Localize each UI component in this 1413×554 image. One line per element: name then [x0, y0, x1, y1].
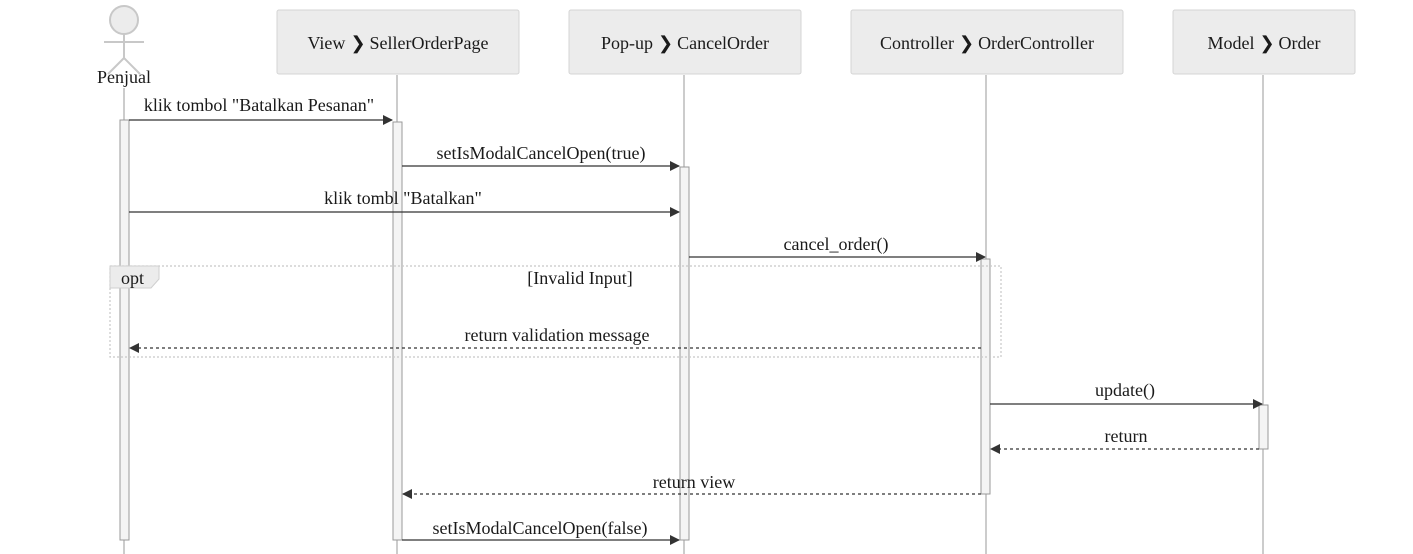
fragment-guard: [Invalid Input] [527, 268, 632, 288]
message-label: cancel_order() [784, 234, 889, 255]
separator-chevron-icon: ❯ [350, 33, 365, 54]
participant-ordercontroller: Controller❯OrderController [850, 9, 1124, 75]
message-5: update() [990, 380, 1263, 409]
activation-penjual [119, 119, 130, 541]
participant-name: SellerOrderPage [370, 33, 489, 53]
message-0: klik tombol "Batalkan Pesanan" [129, 95, 393, 125]
svg-text:Pop-up❯CancelOrder: Pop-up❯CancelOrder [601, 33, 769, 54]
svg-text:Controller❯OrderController: Controller❯OrderController [880, 33, 1094, 54]
participant-name: Order [1279, 33, 1321, 53]
actor-head-icon [109, 5, 139, 35]
message-label: klik tombl "Batalkan" [324, 188, 482, 208]
message-6: return [990, 426, 1259, 454]
message-label: return view [653, 472, 735, 492]
separator-chevron-icon: ❯ [658, 33, 673, 54]
actor-penjual: Penjual [97, 5, 151, 87]
message-1: setIsModalCancelOpen(true) [402, 143, 680, 171]
participant-stereotype: Controller [880, 33, 954, 53]
activation-cancelorder [679, 166, 690, 541]
message-2: klik tombl "Batalkan" [129, 188, 680, 217]
message-label: return validation message [465, 325, 650, 345]
message-4: return validation message [129, 325, 981, 353]
activation-sellerorderpage [392, 121, 403, 541]
separator-chevron-icon: ❯ [1259, 33, 1274, 54]
participant-sellerorderpage: View❯SellerOrderPage [276, 9, 520, 75]
message-label: klik tombol "Batalkan Pesanan" [144, 95, 374, 115]
separator-chevron-icon: ❯ [959, 33, 974, 54]
message-label: return [1105, 426, 1148, 446]
message-8: setIsModalCancelOpen(false) [402, 518, 680, 545]
participant-stereotype: Model [1207, 33, 1254, 53]
opt-fragment: opt [Invalid Input] [109, 265, 1002, 358]
message-7: return view [402, 472, 981, 499]
participant-order: Model❯Order [1172, 9, 1356, 75]
participant-cancelorder: Pop-up❯CancelOrder [568, 9, 802, 75]
message-label: update() [1095, 380, 1155, 401]
participant-stereotype: Pop-up [601, 33, 653, 53]
message-3: cancel_order() [689, 234, 986, 262]
fragment-operator: opt [121, 268, 144, 288]
activation-ordercontroller [980, 258, 991, 495]
message-label: setIsModalCancelOpen(true) [437, 143, 646, 164]
message-label: setIsModalCancelOpen(false) [433, 518, 648, 539]
svg-text:View❯SellerOrderPage: View❯SellerOrderPage [308, 33, 489, 54]
svg-text:Model❯Order: Model❯Order [1207, 33, 1320, 54]
participant-name: OrderController [978, 33, 1094, 53]
actor-label: Penjual [97, 67, 151, 87]
activation-order [1258, 404, 1269, 450]
participant-name: CancelOrder [677, 33, 769, 53]
participant-stereotype: View [308, 33, 346, 53]
